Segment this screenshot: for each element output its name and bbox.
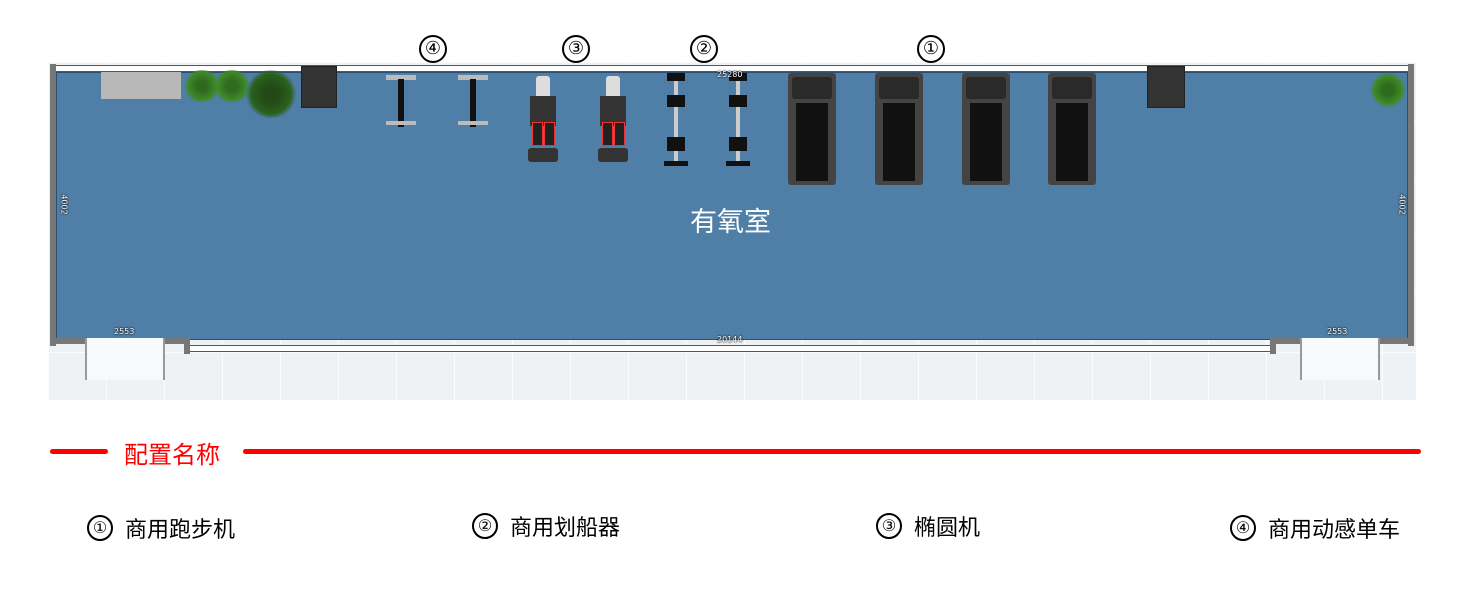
bottom-wall	[190, 345, 1272, 352]
dim-bottom: 20144	[717, 335, 743, 344]
bottom-wall-left2	[165, 338, 190, 344]
cabinet	[301, 66, 337, 108]
room-floor	[56, 72, 1408, 340]
plant-icon	[1370, 72, 1406, 108]
bottom-wall-right-jog	[1270, 338, 1276, 354]
legend-item-rower: ② 商用划船器	[472, 510, 620, 542]
dim-right: 4002	[1397, 194, 1407, 215]
marker-2: ②	[690, 35, 718, 63]
section-line-right	[243, 449, 1421, 454]
door-right	[1300, 338, 1380, 380]
left-wall	[50, 64, 56, 346]
cabinet	[1147, 66, 1185, 108]
dim-door-right: 2553	[1327, 327, 1348, 336]
legend-item-spin-bike: ④ 商用动感单车	[1230, 512, 1400, 544]
legend-num: ④	[1230, 515, 1256, 541]
right-wall	[1408, 64, 1414, 346]
legend-num: ①	[87, 515, 113, 541]
room-label: 有氧室	[690, 207, 771, 238]
legend-num: ②	[472, 513, 498, 539]
treadmill	[788, 73, 836, 185]
legend-label: 商用跑步机	[125, 518, 236, 543]
bottom-wall-left-jog	[184, 338, 190, 354]
legend-item-elliptical: ③ 椭圆机	[876, 510, 980, 542]
section-title: 配置名称	[124, 441, 220, 469]
dim-left: 4002	[59, 194, 69, 215]
dim-door-left: 2553	[114, 327, 135, 336]
bottom-wall-right2	[1380, 338, 1414, 344]
elliptical	[528, 76, 558, 164]
legend-label: 商用划船器	[510, 516, 621, 541]
treadmill	[1048, 73, 1096, 185]
legend-label: 商用动感单车	[1268, 518, 1401, 543]
legend-label: 椭圆机	[914, 516, 981, 541]
marker-4: ④	[419, 35, 447, 63]
elliptical	[598, 76, 628, 164]
spin-bike	[386, 75, 416, 135]
bottom-wall-right	[1270, 338, 1300, 344]
rowing-machine	[726, 73, 750, 169]
dim-top: 25280	[717, 70, 743, 79]
top-wall	[56, 65, 1408, 72]
treadmill	[875, 73, 923, 185]
spin-bike	[458, 75, 488, 135]
bottom-wall-left	[50, 338, 85, 344]
rowing-machine	[664, 73, 688, 169]
section-line-left	[50, 449, 108, 454]
legend-num: ③	[876, 513, 902, 539]
marker-1: ①	[917, 35, 945, 63]
door-left	[85, 338, 165, 380]
treadmill	[962, 73, 1010, 185]
counter	[101, 72, 181, 99]
legend-item-treadmill: ① 商用跑步机	[87, 512, 235, 544]
marker-3: ③	[562, 35, 590, 63]
plant-icon	[244, 70, 298, 118]
